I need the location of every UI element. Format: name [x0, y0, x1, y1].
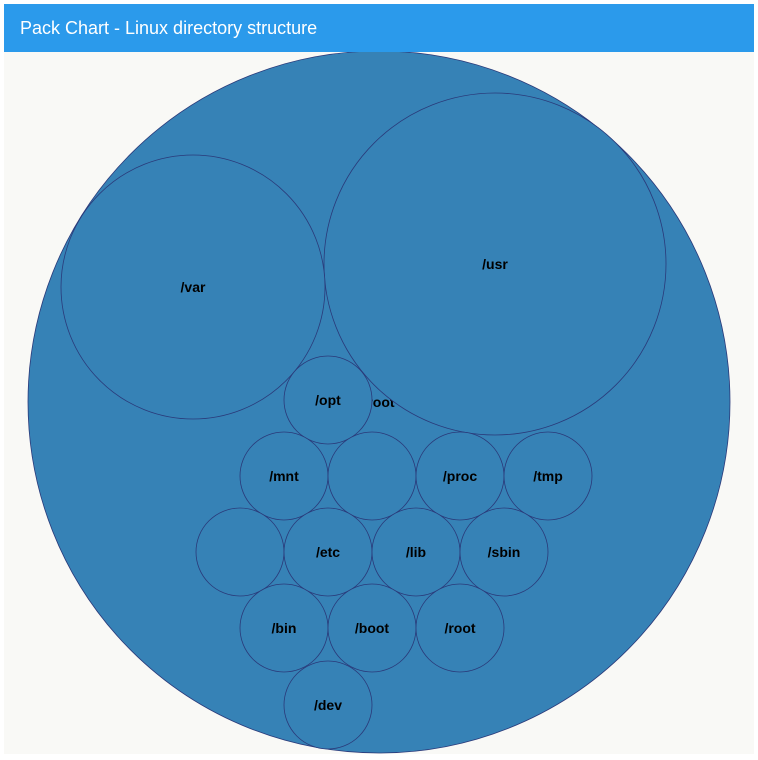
pack-circle-unlabeled-7: [195, 507, 285, 597]
pack-circle-unlabeled-4: [327, 431, 417, 521]
pack-chart: /root /usr/var/opt/mnt/proc/tmp/etc/lib/…: [27, 50, 731, 754]
pack-circle-sbin: [459, 507, 549, 597]
pack-label-opt: /opt: [315, 392, 341, 408]
pack-label-etc: /etc: [316, 544, 340, 560]
pack-label-root: /root: [444, 620, 475, 636]
pack-circle-tmp: [503, 431, 593, 521]
pack-circle-var: [60, 154, 326, 420]
pack-circle-opt: [283, 355, 373, 445]
pack-label-sbin: /sbin: [488, 544, 521, 560]
pack-label-tmp: /tmp: [533, 468, 563, 484]
pack-label-dev: /dev: [314, 697, 342, 713]
labels-layer: /usr/var/opt/mnt/proc/tmp/etc/lib/sbin/b…: [181, 256, 563, 713]
chart-frame: /root /usr/var/opt/mnt/proc/tmp/etc/lib/…: [4, 4, 754, 754]
pack-circle-usr: [323, 92, 667, 436]
pack-label-proc: /proc: [443, 468, 477, 484]
pack-label-var: /var: [181, 279, 206, 295]
pack-label-lib: /lib: [406, 544, 426, 560]
pack-circle-root: [415, 583, 505, 673]
pack-circle-dev: [283, 660, 373, 750]
circles-layer: /root: [27, 50, 731, 754]
pack-label-bin: /bin: [272, 620, 297, 636]
pack-label-usr: /usr: [482, 256, 508, 272]
pack-label-mnt: /mnt: [269, 468, 299, 484]
pack-label-boot: /boot: [355, 620, 390, 636]
chart-title: Pack Chart - Linux directory structure: [4, 4, 754, 52]
